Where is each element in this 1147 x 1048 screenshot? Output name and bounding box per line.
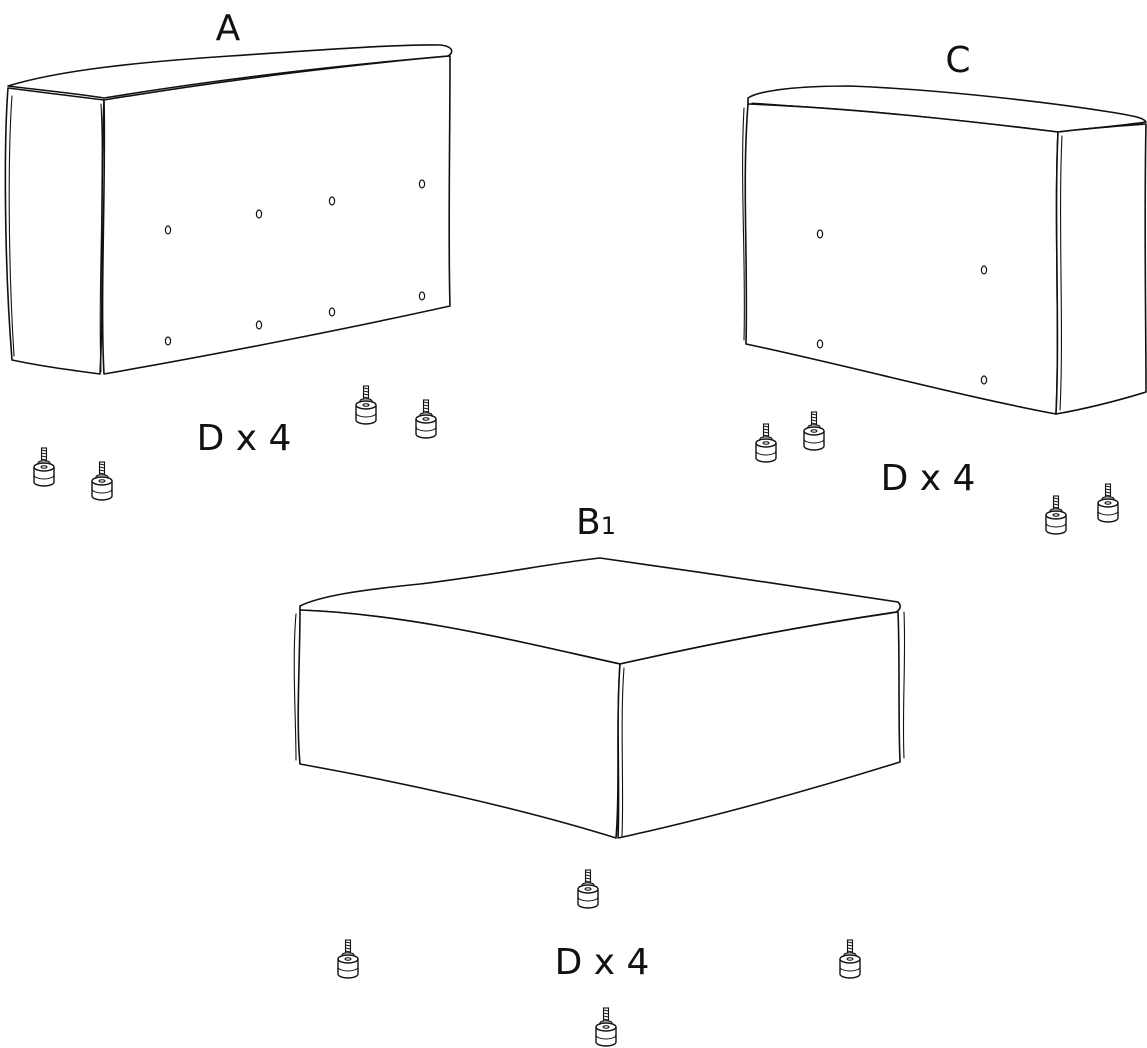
cushion-c	[742, 85, 1147, 415]
foot-icon	[1045, 495, 1067, 535]
foot-icon	[91, 461, 113, 501]
foot-icon	[595, 1007, 617, 1047]
part-a-label: A	[216, 8, 241, 49]
foot-icon	[355, 385, 377, 425]
part-b1-label: B1	[576, 502, 616, 543]
foot-icon	[415, 399, 437, 439]
foot-icon	[337, 939, 359, 979]
feet-count-c-label: D x 4	[881, 458, 976, 499]
foot-icon	[1097, 483, 1119, 523]
foot-icon	[33, 447, 55, 487]
feet-count-a-label: D x 4	[197, 418, 292, 459]
feet-count-b1-label: D x 4	[555, 942, 650, 983]
foot-icon	[755, 423, 777, 463]
foot-icon	[839, 939, 861, 979]
part-c-label: C	[945, 40, 970, 81]
foot-icon	[803, 411, 825, 451]
cushion-a	[4, 44, 453, 375]
foot-icon	[577, 869, 599, 909]
cushion-b1	[293, 557, 906, 839]
